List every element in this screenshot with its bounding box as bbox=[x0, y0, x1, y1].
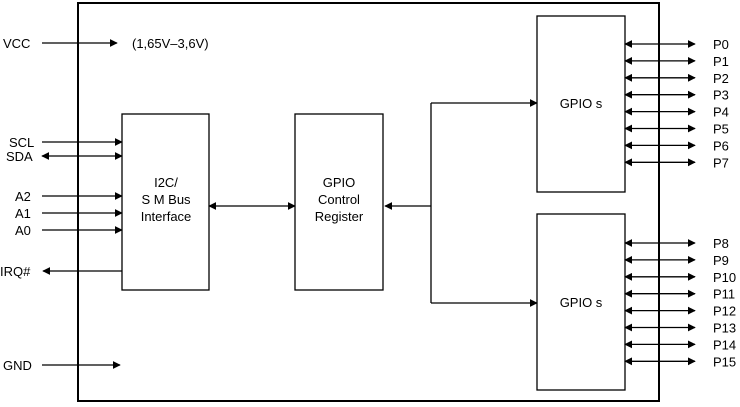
port-label: P15 bbox=[713, 354, 736, 369]
gpio-lower-label: GPIO s bbox=[560, 295, 603, 310]
i2c-interface-block bbox=[121, 113, 210, 291]
supply-range-label: (1,65V–3,6V) bbox=[132, 36, 209, 51]
a0-label: A0 bbox=[15, 223, 31, 238]
port-label: P6 bbox=[713, 138, 729, 153]
a1-label: A1 bbox=[15, 206, 31, 221]
control-label-line3: Register bbox=[315, 209, 364, 224]
port-label: P14 bbox=[713, 337, 736, 352]
i2c-label-line2: S M Bus bbox=[141, 192, 191, 207]
control-label-line1: GPIO bbox=[323, 175, 356, 190]
port-label: P3 bbox=[713, 88, 729, 103]
gnd-label: GND bbox=[3, 358, 32, 373]
port-label: P9 bbox=[713, 253, 729, 268]
i2c-label-line1: I2C/ bbox=[154, 175, 178, 190]
port-label: P10 bbox=[713, 270, 736, 285]
a2-label: A2 bbox=[15, 189, 31, 204]
i2c-label-line3: Interface bbox=[141, 209, 192, 224]
irq-label: IRQ# bbox=[0, 264, 31, 279]
control-label-line2: Control bbox=[318, 192, 360, 207]
port-label: P2 bbox=[713, 71, 729, 86]
port-label: P12 bbox=[713, 304, 736, 319]
port-label: P13 bbox=[713, 321, 736, 336]
port-label: P8 bbox=[713, 236, 729, 251]
gpio-upper-block bbox=[536, 15, 626, 193]
sda-label: SDA bbox=[6, 149, 33, 164]
gpio-upper-label: GPIO s bbox=[560, 96, 603, 111]
scl-label: SCL bbox=[9, 135, 34, 150]
port-label: P5 bbox=[713, 122, 729, 137]
port-label: P1 bbox=[713, 54, 729, 69]
vcc-label: VCC bbox=[3, 36, 30, 51]
port-label: P4 bbox=[713, 105, 729, 120]
gpio-lower-block bbox=[536, 213, 626, 391]
port-label: P7 bbox=[713, 155, 729, 170]
port-label: P0 bbox=[713, 37, 729, 52]
gpio-control-register-block bbox=[294, 113, 384, 291]
port-label: P11 bbox=[713, 287, 735, 302]
